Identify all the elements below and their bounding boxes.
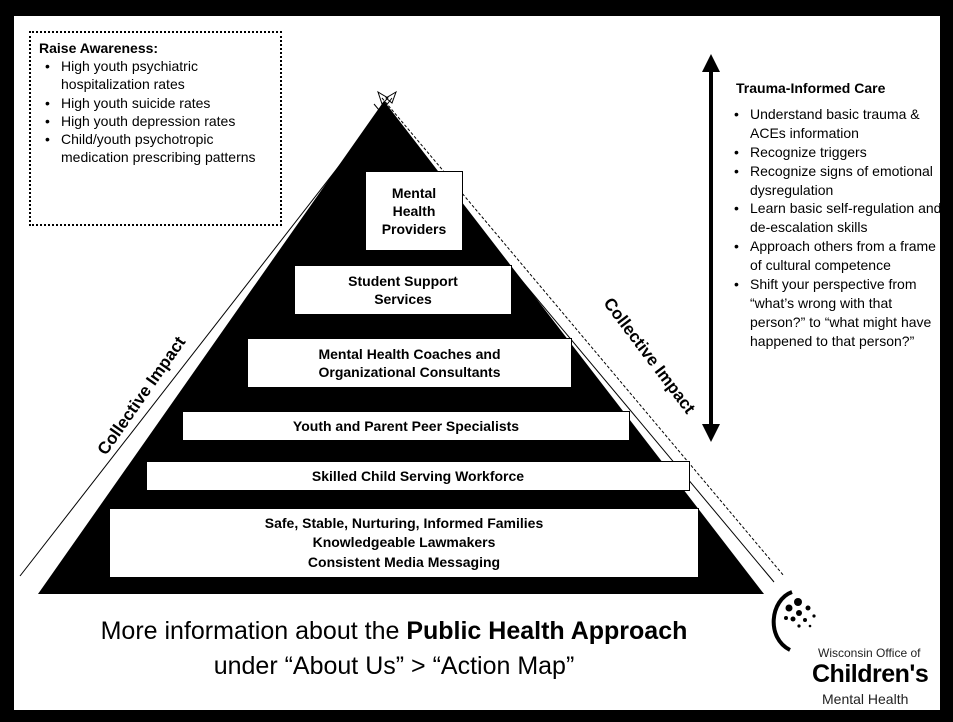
base-line: Consistent Media Messaging: [307, 553, 501, 570]
raise-awareness-list: High youth psychiatric hospitalization r…: [39, 57, 272, 166]
list-item: Shift your perspective from “what’s wron…: [734, 275, 940, 351]
tier-base-families: Safe, Stable, Nurturing, Informed Famili…: [109, 508, 699, 578]
base-line: Knowledgeable Lawmakers: [312, 534, 496, 551]
more-info-text: More information about the Public Health…: [34, 614, 754, 683]
list-item: Learn basic self-regulation and de-escal…: [734, 199, 940, 237]
more-info-line-1: More information about the Public Health…: [34, 614, 754, 649]
raise-awareness-box: Raise Awareness: High youth psychiatric …: [29, 31, 282, 226]
more-info-prefix: More information about the: [100, 617, 407, 645]
base-line: Safe, Stable, Nurturing, Informed Famili…: [264, 514, 544, 531]
list-item: Recognize triggers: [734, 143, 940, 162]
trauma-informed-care-list: Understand basic trauma & ACEs informati…: [726, 105, 940, 351]
tier-student-support-services: Student Support Services: [294, 265, 512, 315]
trauma-informed-care-title: Trauma-Informed Care: [736, 80, 886, 96]
trauma-arrow-bottom: [702, 424, 720, 442]
right-arrow-head: [377, 90, 389, 105]
logo-line-1: Wisconsin Office of: [818, 646, 921, 660]
list-item: Child/youth psychotropic medication pres…: [45, 130, 272, 166]
public-health-approach-link: Public Health Approach: [406, 617, 688, 645]
tier-label: Mental Health Providers: [381, 184, 447, 238]
tier-mental-health-coaches: Mental Health Coaches and Organizational…: [247, 338, 572, 388]
tier-label: Student Support Services: [348, 272, 458, 307]
left-arrow-head: [385, 90, 397, 104]
tier-mental-health-providers: Mental Health Providers: [365, 171, 463, 251]
list-item: High youth psychiatric hospitalization r…: [45, 57, 272, 93]
tier-skilled-workforce: Skilled Child Serving Workforce: [146, 461, 690, 491]
list-item: High youth depression rates: [45, 112, 272, 130]
logo-line-3: Mental Health: [822, 691, 909, 707]
tier-label: Skilled Child Serving Workforce: [311, 467, 525, 484]
list-item: Understand basic trauma & ACEs informati…: [734, 105, 940, 143]
logo-icon: [771, 590, 816, 652]
more-info-line-2: under “About Us” > “Action Map”: [213, 651, 575, 680]
tier-label: Youth and Parent Peer Specialists: [292, 417, 520, 434]
logo-line-2: Children's: [812, 660, 929, 688]
wisconsin-ocmh-logo: Wisconsin Office of Children's Mental He…: [762, 586, 938, 710]
right-arrow-line-outer: [381, 97, 785, 577]
list-item: Recognize signs of emotional dysregulati…: [734, 162, 940, 200]
tier-peer-specialists: Youth and Parent Peer Specialists: [182, 411, 630, 441]
list-item: Approach others from a frame of cultural…: [734, 237, 940, 275]
list-item: High youth suicide rates: [45, 94, 272, 112]
trauma-arrow-top: [702, 54, 720, 72]
raise-awareness-title: Raise Awareness:: [39, 40, 159, 56]
slide: Raise Awareness: High youth psychiatric …: [14, 16, 940, 710]
left-arrow-line: [19, 97, 393, 577]
tier-label: Mental Health Coaches and Organizational…: [318, 345, 501, 380]
